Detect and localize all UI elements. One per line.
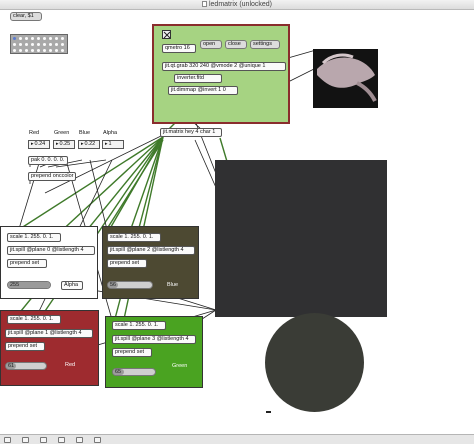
window-title: ledmatrix (unlocked) [0, 1, 474, 8]
led-cell[interactable] [37, 37, 40, 40]
led-cell[interactable] [19, 49, 22, 52]
red-name-comment: Red [65, 362, 76, 368]
alpha-slider-value: 255 [10, 282, 20, 288]
blue-slider-fill [108, 282, 118, 288]
led-cell[interactable] [31, 43, 34, 46]
inverter-object[interactable]: inverter.fitd [174, 74, 222, 83]
led-cell[interactable] [31, 37, 34, 40]
clear-message[interactable]: clear, $1 [10, 12, 42, 21]
blue-slider[interactable]: 56 [107, 281, 153, 289]
led-cell[interactable] [61, 49, 64, 52]
blue-prepend-object[interactable]: prepend set [107, 259, 147, 268]
dimmap-object[interactable]: jit.dimmap @invert 1 0 [168, 86, 238, 95]
alpha-name-comment: Alpha [61, 281, 83, 290]
led-cell[interactable] [19, 37, 22, 40]
alpha-label: Alpha [103, 130, 118, 136]
pak-object[interactable]: pak 0. 0. 0. 0. [28, 156, 68, 165]
qmetro-object[interactable]: qmetro 16 [162, 44, 196, 53]
alpha-slider[interactable]: 255 [7, 281, 51, 289]
present-icon[interactable] [58, 437, 65, 443]
document-icon [201, 1, 207, 7]
camera-panel: qmetro 16 open close settings jit.qt.gra… [152, 24, 290, 124]
prepend-onccolor-object[interactable]: prepend onccolor [28, 172, 76, 181]
alpha-spill-object[interactable]: jit.spill @plane 0 @listlength 4 [7, 246, 95, 255]
red-slider[interactable]: 61 [5, 362, 47, 370]
info-icon[interactable] [94, 437, 101, 443]
led-cell[interactable] [43, 37, 46, 40]
led-cell[interactable] [55, 49, 58, 52]
alpha-slider-fill [8, 282, 50, 288]
jit-matrix-object[interactable]: jit.matrix hey 4 char 1 [160, 128, 222, 137]
led-cell[interactable] [61, 37, 64, 40]
led-cell[interactable] [37, 43, 40, 46]
settings-message[interactable]: settings [250, 40, 280, 49]
red-label: Red [29, 130, 40, 136]
led-cell[interactable] [37, 49, 40, 52]
led-cell[interactable] [25, 49, 28, 52]
led-cell[interactable] [13, 37, 16, 40]
led-cell[interactable] [55, 43, 58, 46]
patcher-canvas[interactable]: clear, $1 qmetro 16 open [0, 10, 474, 434]
green-panel: scale 1. 255. 0. 1. jit.spill @plane 3 @… [105, 316, 203, 388]
green-slider[interactable]: 65 [112, 368, 156, 376]
led-matrix-grid[interactable] [10, 34, 68, 54]
led-cell[interactable] [25, 43, 28, 46]
led-cell[interactable] [19, 43, 22, 46]
image-icon[interactable] [76, 437, 83, 443]
grid-icon[interactable] [40, 437, 47, 443]
patcher-toolbar [0, 434, 474, 444]
green-slider-fill [113, 369, 124, 375]
led-cell[interactable] [49, 43, 52, 46]
led-cell[interactable] [31, 49, 34, 52]
alpha-number[interactable]: 1 [102, 140, 124, 149]
video-preview [313, 49, 378, 108]
alpha-scale-object[interactable]: scale 1. 255. 0. 1. [7, 233, 61, 242]
led-cell[interactable] [61, 43, 64, 46]
blue-panel: scale 1. 255. 0. 1. jit.spill @plane 2 @… [102, 226, 199, 299]
cursor-mark [266, 411, 271, 413]
toggle-x-icon [163, 31, 171, 39]
red-spill-object[interactable]: jit.spill @plane 1 @listlength 4 [5, 329, 93, 338]
red-scale-object[interactable]: scale 1. 255. 0. 1. [7, 315, 61, 324]
close-message[interactable]: close [225, 40, 247, 49]
window-titlebar: ledmatrix (unlocked) [0, 0, 474, 10]
blue-spill-object[interactable]: jit.spill @plane 2 @listlength 4 [107, 246, 195, 255]
open-message[interactable]: open [200, 40, 222, 49]
hand-image-icon [317, 53, 377, 102]
green-slider-value: 65 [115, 369, 122, 375]
color-display [215, 160, 387, 317]
blue-label: Blue [79, 130, 91, 136]
green-prepend-object[interactable]: prepend set [112, 348, 152, 357]
led-cell[interactable] [49, 49, 52, 52]
green-label: Green [54, 130, 70, 136]
green-name-comment: Green [172, 363, 188, 369]
blue-scale-object[interactable]: scale 1. 255. 0. 1. [107, 233, 161, 242]
blue-number[interactable]: 0.22 [78, 140, 100, 149]
green-scale-object[interactable]: scale 1. 255. 0. 1. [112, 321, 166, 330]
red-slider-value: 61 [8, 363, 15, 369]
red-slider-fill [6, 363, 16, 369]
led-cell[interactable] [43, 43, 46, 46]
green-spill-object[interactable]: jit.spill @plane 3 @listlength 4 [112, 335, 196, 344]
red-number[interactable]: 0.24 [28, 140, 50, 149]
lock-icon[interactable] [4, 437, 11, 443]
qt-grab-object[interactable]: jit.qt.grab 320 240 @vmode 2 @unique 1 [162, 62, 286, 71]
led-cell[interactable] [13, 49, 16, 52]
led-cell[interactable] [55, 37, 58, 40]
green-number[interactable]: 0.25 [53, 140, 75, 149]
color-led-circle [265, 313, 364, 412]
led-cell[interactable] [25, 37, 28, 40]
blue-name-comment: Blue [167, 282, 179, 288]
red-panel: scale 1. 255. 0. 1. jit.spill @plane 1 @… [0, 310, 99, 386]
red-prepend-object[interactable]: prepend set [5, 342, 45, 351]
alpha-panel: scale 1. 255. 0. 1. jit.spill @plane 0 @… [0, 226, 98, 299]
led-cell[interactable] [49, 37, 52, 40]
led-cell[interactable] [43, 49, 46, 52]
camera-toggle[interactable] [162, 30, 171, 39]
window-title-text: ledmatrix (unlocked) [208, 1, 273, 8]
edit-icon[interactable] [22, 437, 29, 443]
blue-slider-value: 56 [110, 282, 117, 288]
led-cell[interactable] [13, 43, 16, 46]
alpha-prepend-object[interactable]: prepend set [7, 259, 47, 268]
